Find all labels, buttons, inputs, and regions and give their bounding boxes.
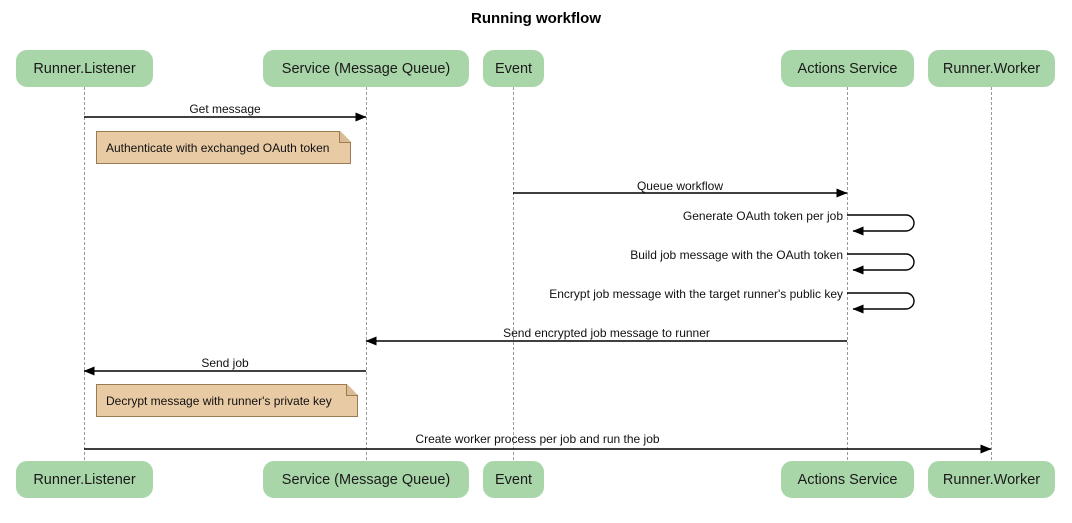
participant-label: Runner.Listener [33,60,136,77]
participant-label: Event [494,471,533,488]
label-encrypt-job-message: Encrypt job message with the target runn… [549,287,843,301]
participant-event-top[interactable]: Event [483,50,544,87]
diagram-title: Running workflow [471,10,601,27]
label-send-job: Send job [201,356,249,370]
label-send-encrypted-job-message: Send encrypted job message to runner [503,326,710,340]
label-queue-workflow: Queue workflow [636,179,724,193]
lifeline-runner-worker [991,87,992,460]
note-fold-corner-icon [339,131,351,143]
participant-label: Event [494,60,533,77]
lifeline-service-mq [366,87,367,460]
participant-label: Actions Service [797,60,898,77]
lifeline-actions-service [847,87,848,460]
participant-label: Runner.Listener [33,471,136,488]
participant-label: Service (Message Queue) [281,60,451,77]
participant-runner-worker-top[interactable]: Runner.Worker [928,50,1055,87]
participant-label: Runner.Worker [942,471,1041,488]
lifeline-runner-listener [84,87,85,460]
participant-runner-listener-top[interactable]: Runner.Listener [16,50,153,87]
note-text: Authenticate with exchanged OAuth token [106,140,330,155]
participant-runner-listener-bottom[interactable]: Runner.Listener [16,461,153,498]
note-decrypt-private-key: Decrypt message with runner's private ke… [96,384,358,417]
participant-label: Service (Message Queue) [281,471,451,488]
note-fold-corner-icon [346,384,358,396]
label-build-job-message: Build job message with the OAuth token [630,248,843,262]
arrow-encrypt-job-message-self [847,292,915,314]
label-get-message: Get message [189,102,261,116]
label-create-worker-process: Create worker process per job and run th… [415,432,660,446]
note-authenticate-oauth-token: Authenticate with exchanged OAuth token [96,131,351,164]
participant-label: Runner.Worker [942,60,1041,77]
arrow-generate-oauth-token-self [847,214,915,236]
participant-service-mq-top[interactable]: Service (Message Queue) [263,50,469,87]
lifeline-event [513,87,514,460]
participant-actions-service-top[interactable]: Actions Service [781,50,914,87]
participant-actions-service-bottom[interactable]: Actions Service [781,461,914,498]
label-generate-oauth-token: Generate OAuth token per job [682,209,843,223]
note-text: Decrypt message with runner's private ke… [106,393,332,408]
participant-label: Actions Service [797,471,898,488]
participant-runner-worker-bottom[interactable]: Runner.Worker [928,461,1055,498]
participant-event-bottom[interactable]: Event [483,461,544,498]
participant-service-mq-bottom[interactable]: Service (Message Queue) [263,461,469,498]
arrow-build-job-message-self [847,253,915,275]
